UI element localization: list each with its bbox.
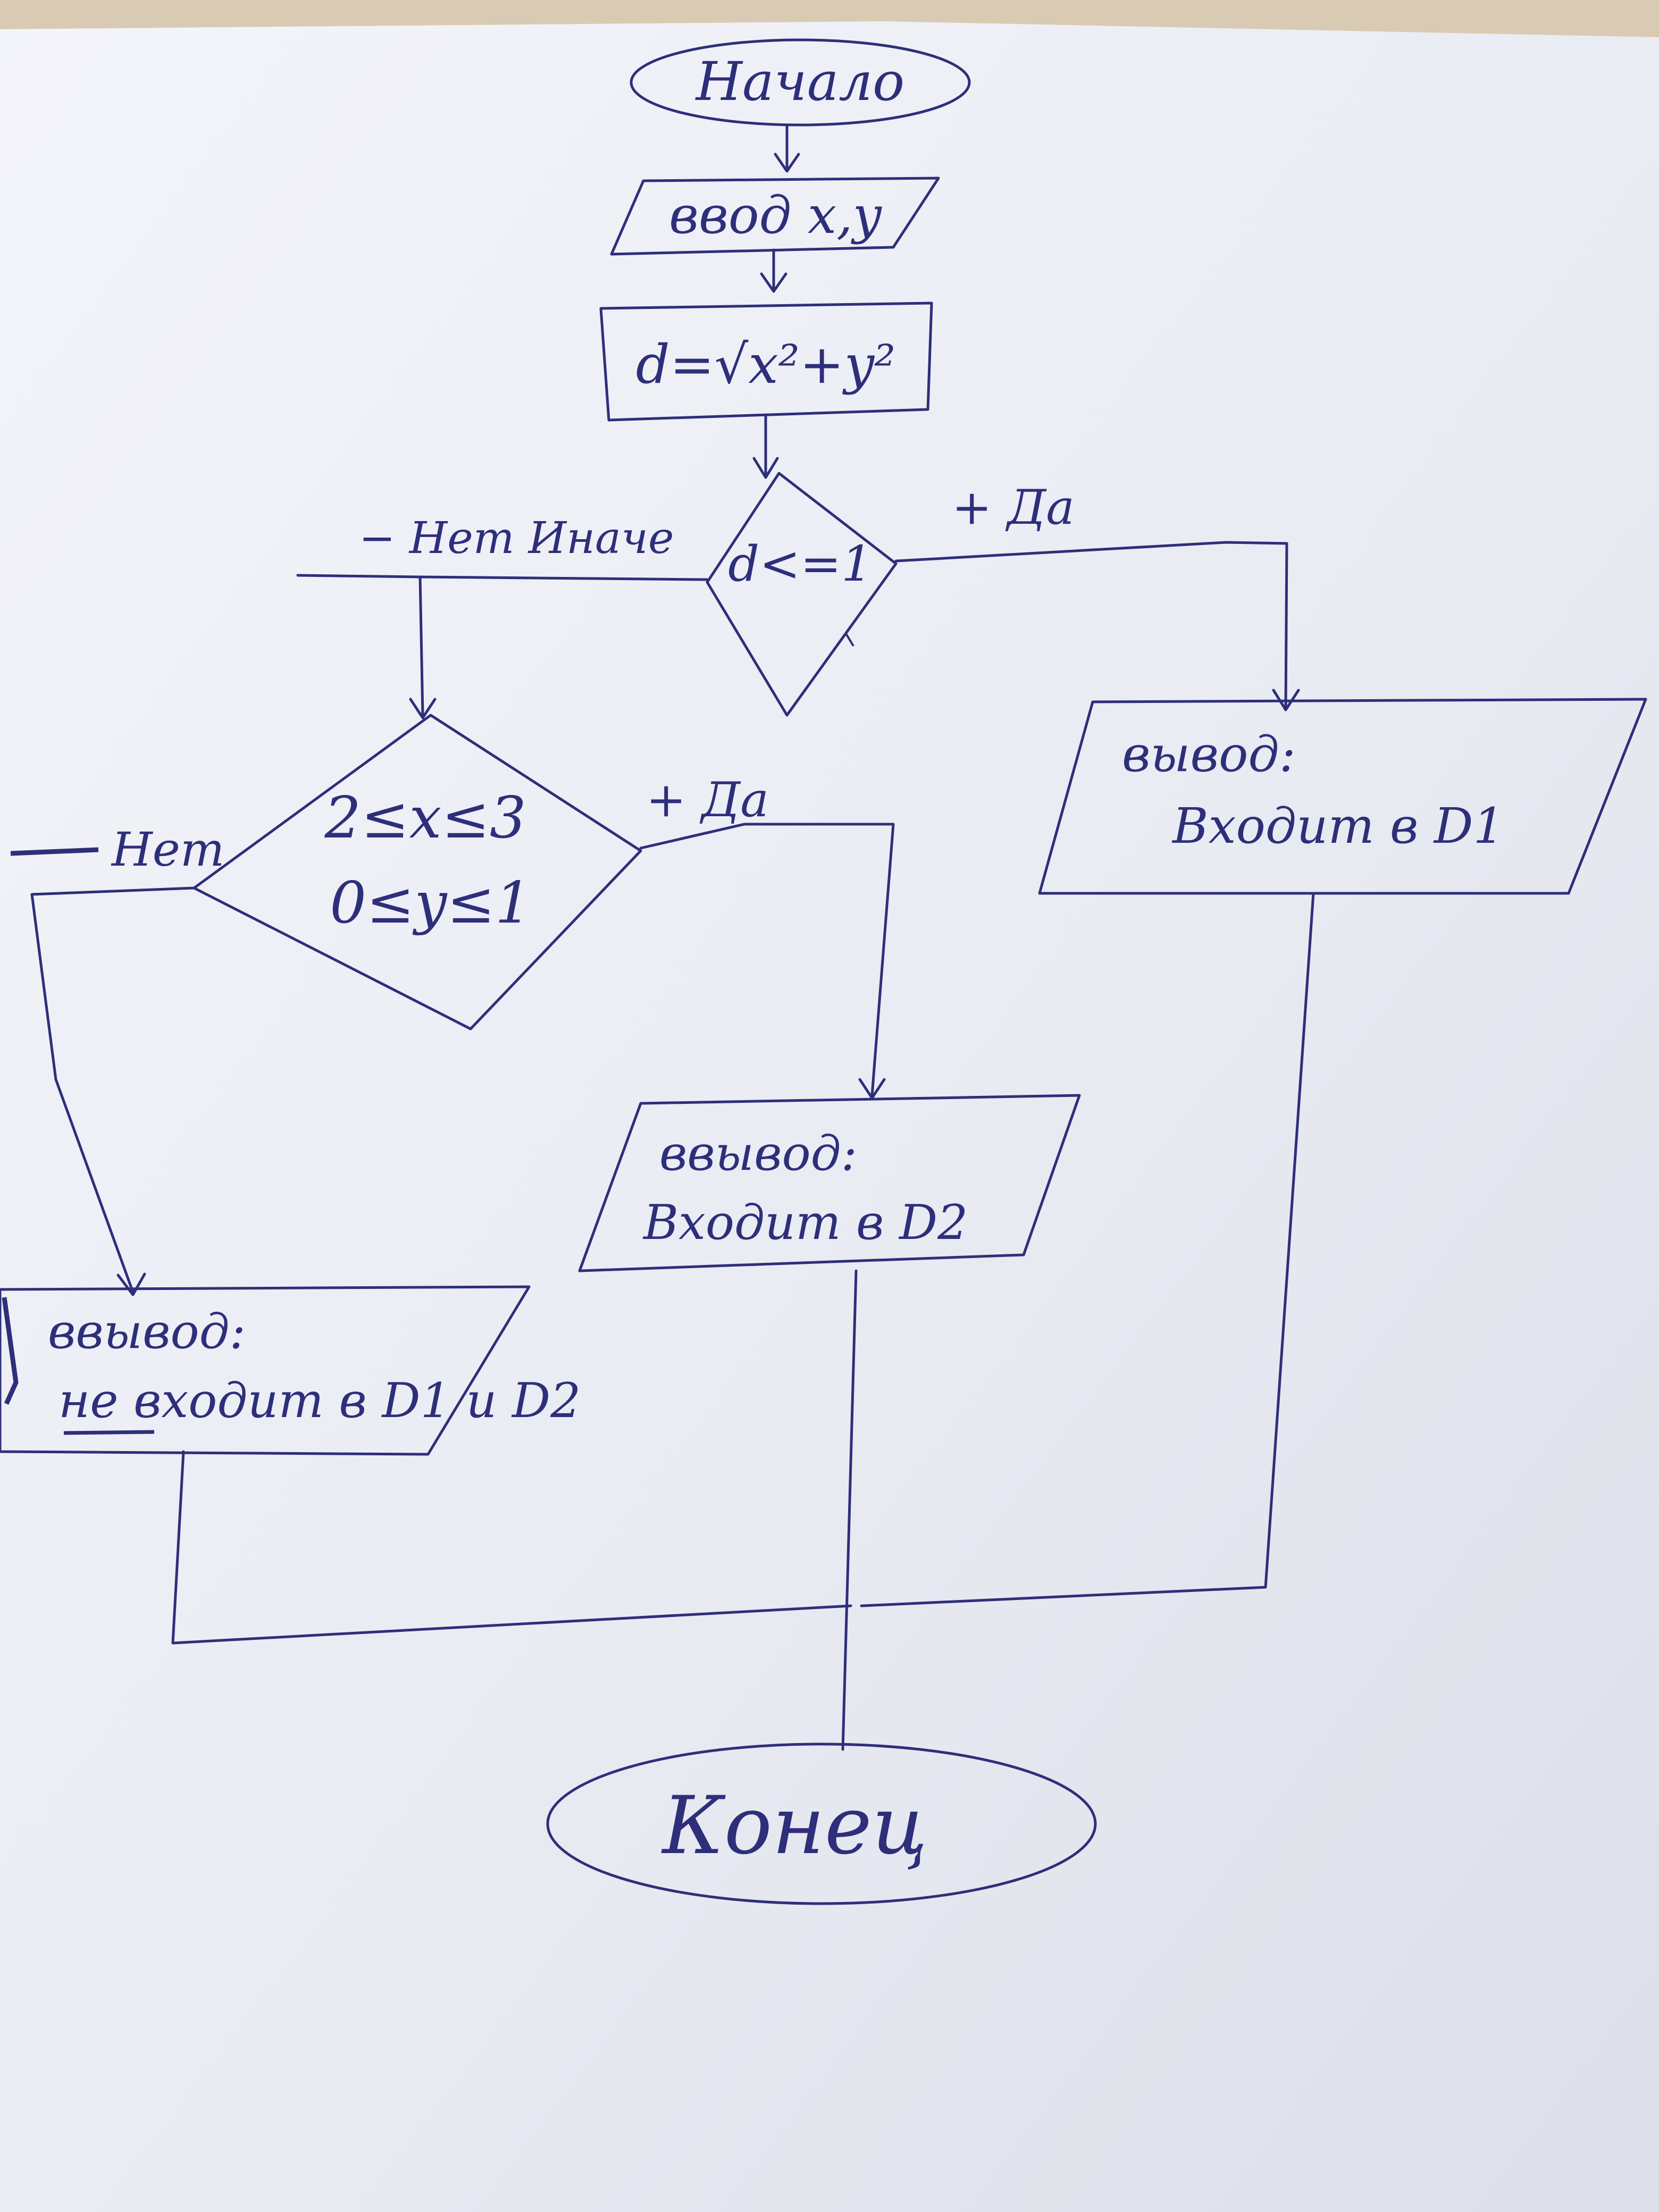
output2-line1: ввывод: — [659, 1126, 857, 1182]
output1-line2: Входит в D1 — [1171, 798, 1504, 854]
connector-d1-yes — [894, 541, 1288, 709]
output3-underline — [63, 1430, 155, 1435]
connector-output2-end — [841, 1269, 858, 1751]
decision2-diamond — [192, 714, 642, 1030]
output2-line2: Входит в D2 — [642, 1195, 968, 1251]
input-block — [610, 177, 940, 256]
output3-block — [0, 1285, 531, 1456]
arrowhead-decision2 — [409, 698, 437, 719]
compute-label: d=√x²+y² — [636, 333, 895, 396]
output3-rest-text: входит в D1 и D2 — [119, 1373, 581, 1429]
decision1-tick — [844, 632, 854, 647]
decision2-line2: 0≤y≤1 — [330, 870, 531, 936]
arrowhead-input — [774, 153, 800, 173]
decision1-label: d<=1 — [728, 535, 873, 592]
arrowhead-output1 — [1272, 689, 1300, 711]
connector-output1-merge — [860, 892, 1315, 1607]
decision2-line1: 2≤x≤3 — [324, 785, 526, 851]
decision2-yes-label: + Да — [646, 772, 769, 828]
input-label: ввод x,y — [669, 186, 883, 245]
decision1-diamond — [706, 472, 898, 717]
decision1-yes-label: + Да — [952, 480, 1075, 535]
arrowhead-compute — [760, 272, 787, 293]
decision1-no-label: − Нет Иначе — [359, 513, 674, 564]
output1-line1: вывод: — [1122, 726, 1296, 783]
start-label: Начало — [695, 51, 905, 113]
decision2-no-minus — [10, 847, 99, 856]
scribble-mark — [2, 1297, 19, 1405]
output3-line1: ввывод: — [48, 1304, 246, 1360]
arrowhead-decision1 — [752, 457, 779, 479]
output2-block — [578, 1094, 1081, 1272]
connector-output3-merge — [171, 1450, 852, 1645]
arrowhead-output3 — [116, 1272, 146, 1296]
connector-d2-no — [30, 886, 196, 1294]
start-terminal — [630, 38, 971, 127]
decision2-no-label: Нет — [111, 822, 224, 877]
connector-d1-no-down — [418, 575, 424, 717]
output3-line2: не входит в D1 и D2 — [58, 1373, 581, 1429]
output1-block — [1038, 698, 1647, 895]
end-label: Конец — [661, 1780, 928, 1872]
end-terminal — [546, 1742, 1097, 1905]
output3-not-word: не — [58, 1373, 119, 1429]
connector-d2-yes — [639, 823, 895, 1097]
paper-sheet — [0, 21, 1659, 2212]
compute-block — [599, 301, 933, 422]
